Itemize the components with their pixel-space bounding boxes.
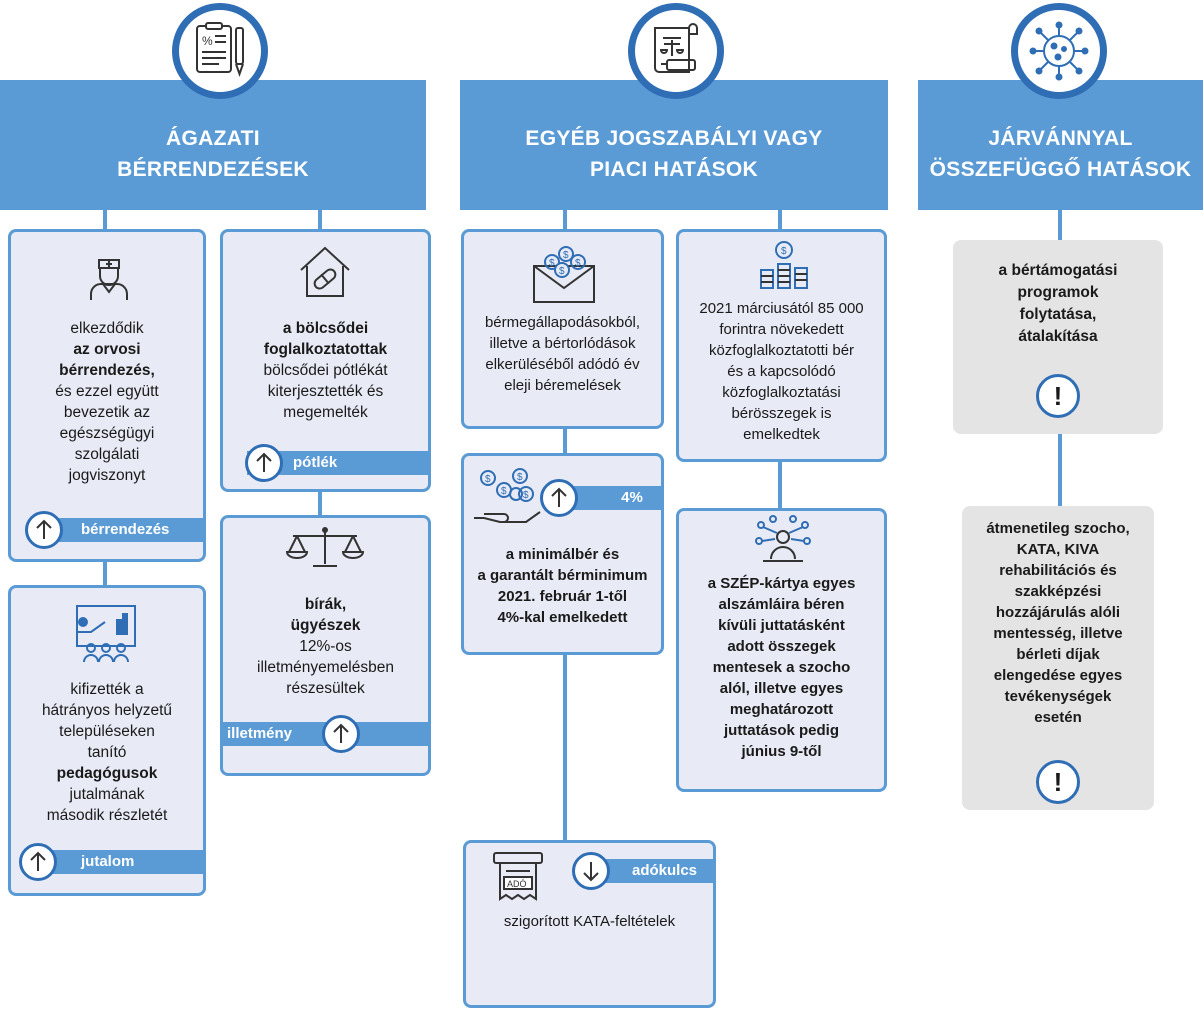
- svg-text:$: $: [549, 258, 555, 269]
- law-scroll-scales-icon: [628, 3, 724, 99]
- classroom-teacher-icon: [71, 602, 141, 664]
- house-bandage-icon: [295, 242, 355, 302]
- svg-text:$: $: [575, 258, 581, 269]
- connector: [563, 205, 567, 235]
- svg-text:ADÓ: ADÓ: [507, 879, 527, 889]
- doctor-icon: [87, 254, 131, 302]
- svg-text:%: %: [202, 34, 213, 48]
- tax-receipt-icon: ADÓ: [492, 849, 544, 905]
- connector: [563, 425, 567, 455]
- card-pedagogus: kifizették a hátrányos helyzetű települé…: [8, 585, 206, 896]
- tag-label: bérrendezés: [35, 518, 206, 542]
- document-percent-pen-icon: %: [172, 3, 268, 99]
- connector: [778, 205, 782, 235]
- exclamation-icon: !: [1036, 760, 1080, 804]
- card-kata: ADÓ adókulcs szigorított KATA-feltételek: [463, 840, 716, 1008]
- connector: [318, 205, 322, 233]
- envelope-coins-icon: $ $ $ $: [528, 238, 600, 304]
- scales-icon: [283, 526, 367, 570]
- card-bermegallapodas: $ $ $ $ bérmegállapodásokból, illetve a …: [461, 229, 664, 429]
- connector: [778, 460, 782, 512]
- svg-text:$: $: [781, 246, 787, 257]
- arrow-up-icon: [25, 511, 63, 549]
- exclamation-icon: !: [1036, 374, 1080, 418]
- card-text: a bértámogatási programok folytatása, át…: [998, 262, 1118, 345]
- svg-text:$: $: [563, 250, 569, 261]
- card-text: bérmegállapodásokból, illetve a bértorló…: [484, 314, 641, 394]
- svg-text:$: $: [517, 472, 523, 483]
- coin-stacks-icon: $: [757, 240, 811, 290]
- virus-icon: [1011, 3, 1107, 99]
- card-orvosi-berrendezes: elkezdődik az orvosi bérrendezés, és ezz…: [8, 229, 206, 562]
- tag-label: jutalom: [35, 850, 206, 874]
- connector: [103, 558, 107, 588]
- arrow-up-icon: [19, 843, 57, 881]
- svg-text:$: $: [485, 474, 491, 485]
- arrow-down-icon: [572, 852, 610, 890]
- card-text: szigorított KATA-feltételek: [503, 913, 676, 930]
- card-text: a SZÉP-kártya egyes alszámláira béren kí…: [707, 575, 856, 760]
- arrow-up-icon: [322, 715, 360, 753]
- tag-label: adókulcs: [582, 859, 716, 883]
- connector: [1058, 432, 1062, 508]
- card-text: elkezdődik az orvosi bérrendezés, és ezz…: [55, 320, 159, 484]
- card-text: a minimálbér és a garantált bérminimum 2…: [477, 546, 648, 626]
- connector: [1058, 210, 1062, 242]
- connector: [103, 205, 107, 235]
- card-kozfoglalkoztatas: $ 2021 márciusától 85 000 forintra növek…: [676, 229, 887, 462]
- connector: [318, 488, 322, 518]
- card-text: átmenetileg szocho, KATA, KIVA rehabilit…: [986, 520, 1130, 726]
- svg-text:$: $: [559, 266, 565, 277]
- svg-text:$: $: [523, 490, 529, 501]
- arrow-up-icon: [245, 444, 283, 482]
- card-szep-kartya: a SZÉP-kártya egyes alszámláira béren kí…: [676, 508, 887, 792]
- connector: [563, 652, 567, 844]
- card-bolcsode: a bölcsődei foglalkoztatottak bölcsődei …: [220, 229, 431, 492]
- card-text: a bölcsődei foglalkoztatottak bölcsődei …: [263, 320, 388, 421]
- hand-coins-icon: $ $ $ $: [470, 464, 546, 530]
- card-text: kifizették a hátrányos helyzetű települé…: [41, 681, 173, 824]
- card-bertamogatas: a bértámogatási programok folytatása, át…: [953, 240, 1163, 434]
- network-person-icon: [753, 515, 813, 565]
- arrow-up-icon: [540, 479, 578, 517]
- card-minimalber: $ $ $ $ 4% a minimálbér és a garantált b…: [461, 453, 664, 655]
- card-text: 2021 márciusától 85 000 forintra növeked…: [699, 300, 864, 443]
- card-birak-ugyeszek: bírák, ügyészek 12%-os illetményemelésbe…: [220, 515, 431, 776]
- card-text: bírák, ügyészek 12%-os illetményemelésbe…: [257, 596, 394, 697]
- card-atmeneti-mentesseg: átmenetileg szocho, KATA, KIVA rehabilit…: [962, 506, 1154, 810]
- svg-text:$: $: [501, 486, 507, 497]
